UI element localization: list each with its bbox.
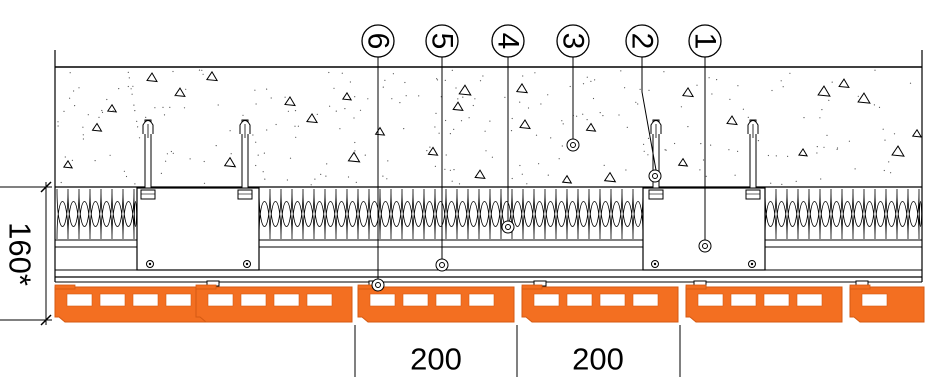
terracotta-tile <box>521 284 679 323</box>
wall-anchors <box>140 119 761 200</box>
leader-lines <box>377 55 706 279</box>
terracotta-tile <box>195 284 353 323</box>
concrete-wall <box>54 50 923 282</box>
callout-6-label: 6 <box>362 33 395 50</box>
concrete-speckles <box>57 69 912 186</box>
terracotta-tile <box>54 284 212 323</box>
anchor-bolt <box>648 119 664 200</box>
callout-1-label: 1 <box>689 33 722 50</box>
callout-6: 6 <box>361 24 395 58</box>
terracotta-tile <box>849 284 925 323</box>
dimension-160-label: 160* <box>3 222 38 286</box>
callout-4-label: 4 <box>492 33 525 50</box>
concrete-aggregate <box>62 70 923 184</box>
callout-2-label: 2 <box>626 33 659 50</box>
terracotta-tiles <box>54 284 925 323</box>
callout-3-label: 3 <box>557 33 590 50</box>
dimension-vertical: 160* <box>0 181 52 326</box>
callout-3: 3 <box>556 24 590 58</box>
callout-2: 2 <box>625 24 659 58</box>
dimension-horizontal: 200 200 <box>354 325 681 377</box>
callout-5: 5 <box>425 24 459 58</box>
callout-4: 4 <box>491 24 525 58</box>
anchor-bolt <box>745 119 761 200</box>
callout-5-label: 5 <box>426 33 459 50</box>
terracotta-tile <box>685 284 843 323</box>
wall-bracket-right <box>642 187 766 271</box>
dimension-200-label-1: 200 <box>410 342 462 377</box>
insulation-pattern <box>56 188 923 240</box>
anchor-bolt <box>237 119 253 200</box>
dimension-200-label-2: 200 <box>572 342 624 377</box>
wall-bracket-left <box>136 187 260 271</box>
anchor-bolt <box>140 119 156 200</box>
terracotta-tile <box>357 284 515 323</box>
reference-markers <box>371 138 712 292</box>
callout-1: 1 <box>688 24 722 58</box>
